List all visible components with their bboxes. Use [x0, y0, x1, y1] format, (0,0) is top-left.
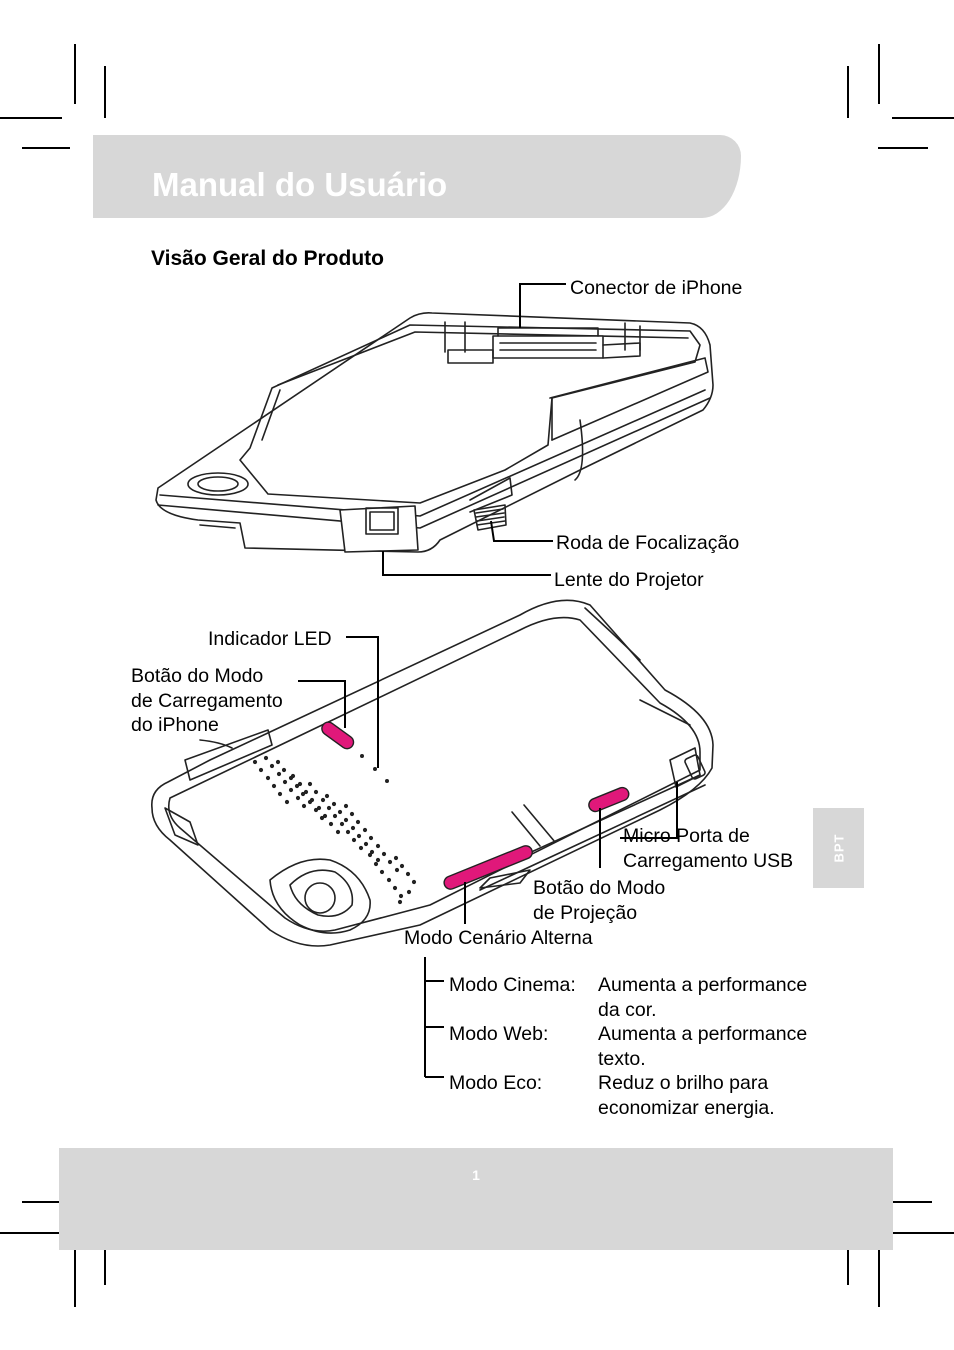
- crop-mark: [22, 147, 70, 149]
- crop-mark: [878, 1247, 880, 1307]
- projector-case-top-view: [155, 312, 714, 553]
- crop-mark: [22, 1201, 76, 1203]
- crop-mark: [847, 1233, 849, 1285]
- crop-mark: [880, 1201, 932, 1203]
- header-bar: [93, 135, 741, 218]
- crop-mark: [892, 117, 954, 119]
- crop-mark: [892, 1232, 954, 1234]
- charge-mode-button-label: Botão do Modo de Carregamento do iPhone: [131, 665, 283, 736]
- projection-mode-button-mark: [588, 786, 630, 813]
- projection-mode-button-label: Botão do Modo de Projeção: [533, 877, 666, 924]
- mode-desc-web: Aumenta a performance texto.: [598, 1023, 808, 1070]
- crop-mark: [0, 117, 62, 119]
- projector-case-back-view: [151, 599, 714, 947]
- crop-mark: [74, 1247, 76, 1307]
- mode-name-cinema: Modo Cinema:: [449, 974, 576, 996]
- mode-name-eco: Modo Eco:: [449, 1072, 543, 1094]
- charge-mode-button-mark: [321, 721, 355, 750]
- iphone-connector-label: Conector de iPhone: [570, 277, 743, 299]
- led-indicator-label: Indicador LED: [208, 628, 332, 650]
- projector-lens-label: Lente do Projetor: [554, 569, 704, 591]
- section-title: Visão Geral do Produto: [151, 247, 384, 270]
- crop-mark: [74, 44, 76, 104]
- crop-mark: [104, 1233, 106, 1285]
- language-tab: BPT: [813, 808, 864, 888]
- crop-mark: [847, 66, 849, 118]
- focus-wheel-label: Roda de Focalização: [556, 532, 740, 554]
- crop-mark: [104, 66, 106, 118]
- mode-desc-cinema: Aumenta a performance da cor.: [598, 974, 808, 1021]
- mode-desc-eco: Reduz o brilho para economizar energia.: [598, 1072, 775, 1119]
- page-number: 1: [472, 1167, 480, 1183]
- crop-mark: [878, 147, 928, 149]
- footer-bar: 1: [59, 1148, 893, 1250]
- mode-name-web: Modo Web:: [449, 1023, 549, 1045]
- crop-mark: [0, 1232, 62, 1234]
- language-tab-label: BPT: [831, 833, 846, 863]
- crop-mark: [878, 44, 880, 104]
- scene-mode-button-mark: [443, 845, 533, 890]
- scene-mode-label: Modo Cenário Alterna: [404, 927, 593, 949]
- page-title: Manual do Usuário: [152, 166, 448, 203]
- micro-usb-port-label: Micro Porta de Carregamento USB: [623, 825, 794, 872]
